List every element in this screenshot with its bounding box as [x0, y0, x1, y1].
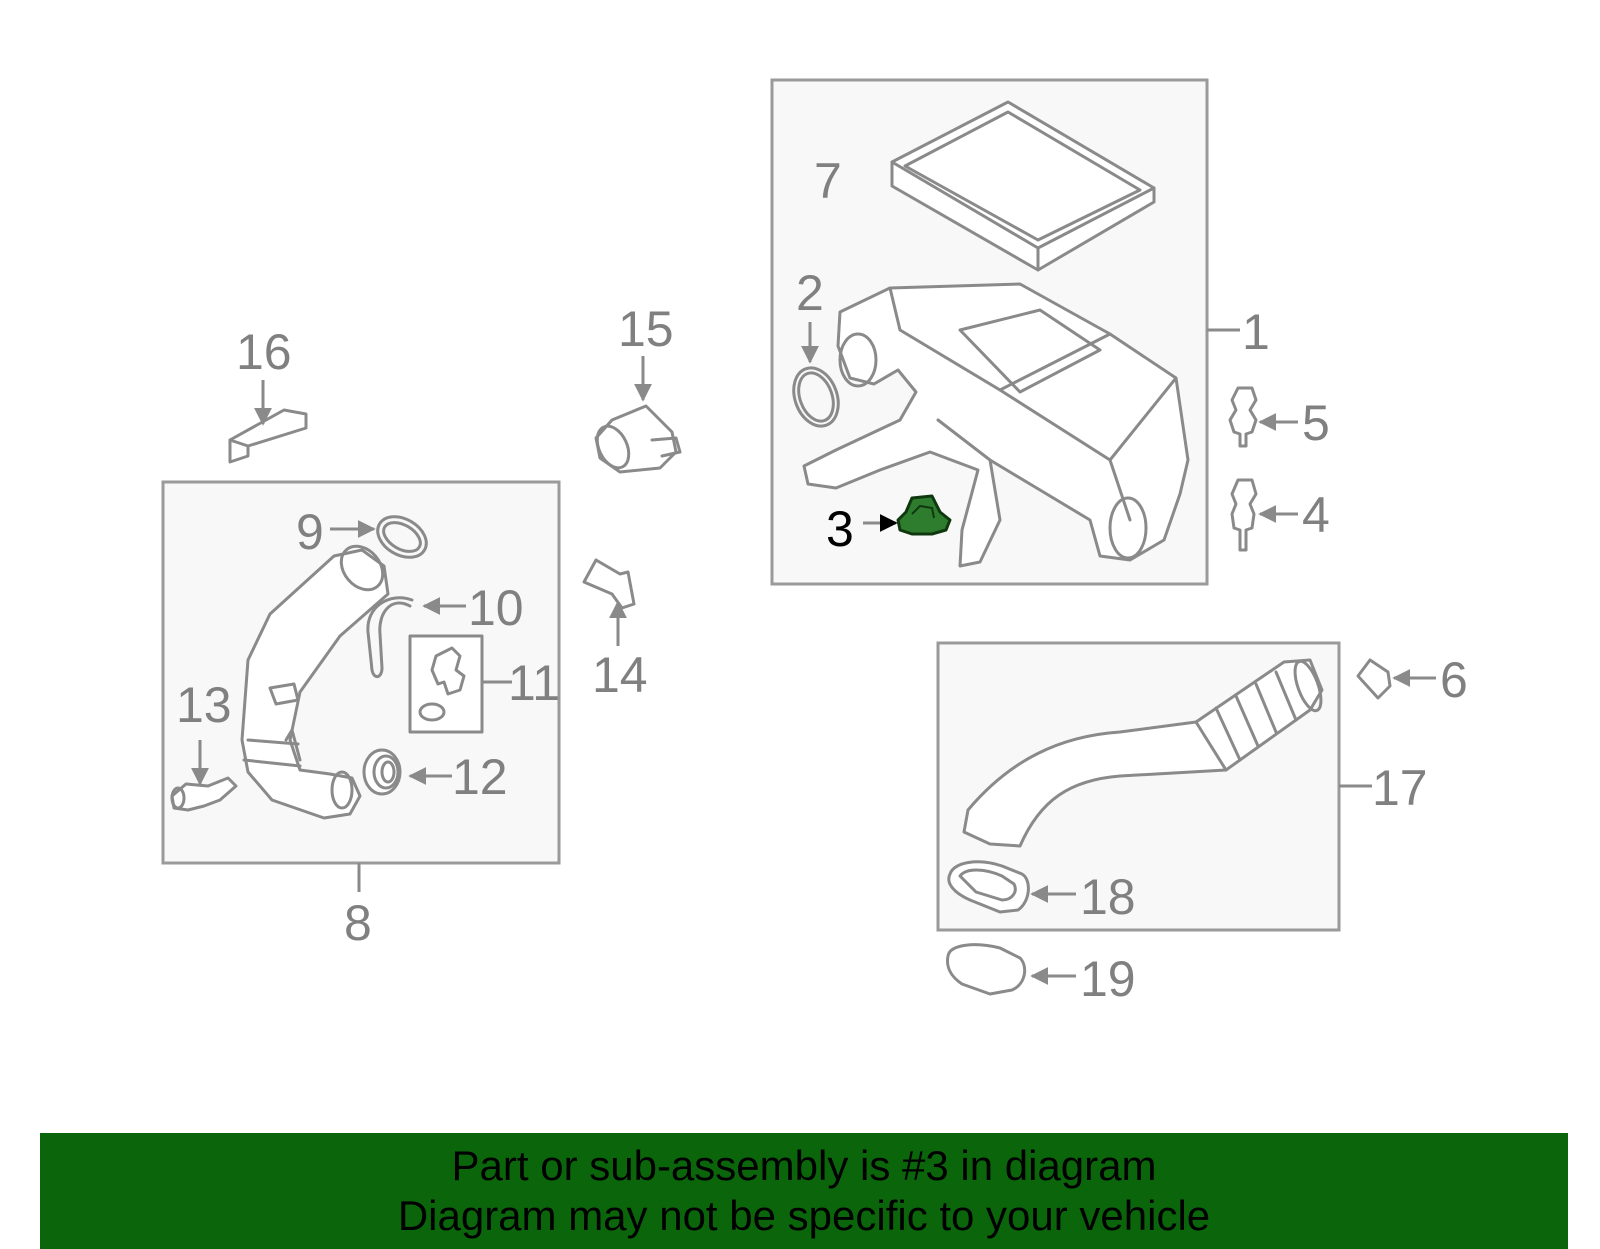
- part-14-clip[interactable]: [582, 558, 636, 610]
- callout-12[interactable]: 12: [452, 749, 508, 805]
- banner-line-1: Part or sub-assembly is #3 in diagram: [451, 1142, 1157, 1189]
- intake-hose[interactable]: [240, 538, 391, 820]
- part-9-clamp[interactable]: [370, 508, 433, 565]
- callout-16[interactable]: 16: [236, 324, 292, 380]
- part-17-air-duct[interactable]: [962, 658, 1326, 848]
- part-19-cap[interactable]: [946, 943, 1027, 996]
- part-7-air-filter[interactable]: [890, 100, 1156, 272]
- callout-15[interactable]: 15: [618, 301, 674, 357]
- callout-19[interactable]: 19: [1080, 951, 1136, 1007]
- callout-8[interactable]: 8: [344, 895, 372, 951]
- part-4-bolt[interactable]: [1230, 478, 1258, 552]
- callout-4[interactable]: 4: [1302, 487, 1330, 543]
- callout-1[interactable]: 1: [1242, 304, 1270, 360]
- part-3-grommet[interactable]: [896, 494, 952, 536]
- callout-7[interactable]: 7: [814, 153, 842, 209]
- callout-14[interactable]: 14: [592, 647, 648, 703]
- part-15-sensor-housing[interactable]: [591, 404, 682, 474]
- callout-10[interactable]: 10: [468, 580, 524, 636]
- part-16-bracket[interactable]: [228, 408, 308, 464]
- part-1-air-cleaner-housing[interactable]: [802, 282, 1190, 568]
- callout-17[interactable]: 17: [1372, 760, 1428, 816]
- part-12-grommet[interactable]: [362, 748, 402, 796]
- part-6-clip[interactable]: [1356, 658, 1392, 700]
- part-10-small-hose[interactable]: [366, 596, 414, 678]
- callout-13[interactable]: 13: [176, 677, 232, 733]
- banner-line-2: Diagram may not be specific to your vehi…: [397, 1192, 1211, 1239]
- callout-6[interactable]: 6: [1440, 652, 1468, 708]
- callout-18[interactable]: 18: [1080, 869, 1136, 925]
- callout-11[interactable]: 11: [508, 655, 560, 711]
- part-2-seal-ring[interactable]: [786, 362, 846, 433]
- part-11-sensor: [418, 646, 466, 722]
- callout-5[interactable]: 5: [1302, 395, 1330, 451]
- callout-3[interactable]: 3: [826, 501, 854, 557]
- info-banner: Part or sub-assembly is #3 in diagram Di…: [40, 1133, 1568, 1249]
- callout-9[interactable]: 9: [296, 504, 324, 560]
- callout-2[interactable]: 2: [796, 265, 824, 321]
- part-18-seal[interactable]: [947, 860, 1030, 914]
- intake-hose-assembly-box: [161, 480, 561, 865]
- part-5-bolt[interactable]: [1228, 386, 1258, 448]
